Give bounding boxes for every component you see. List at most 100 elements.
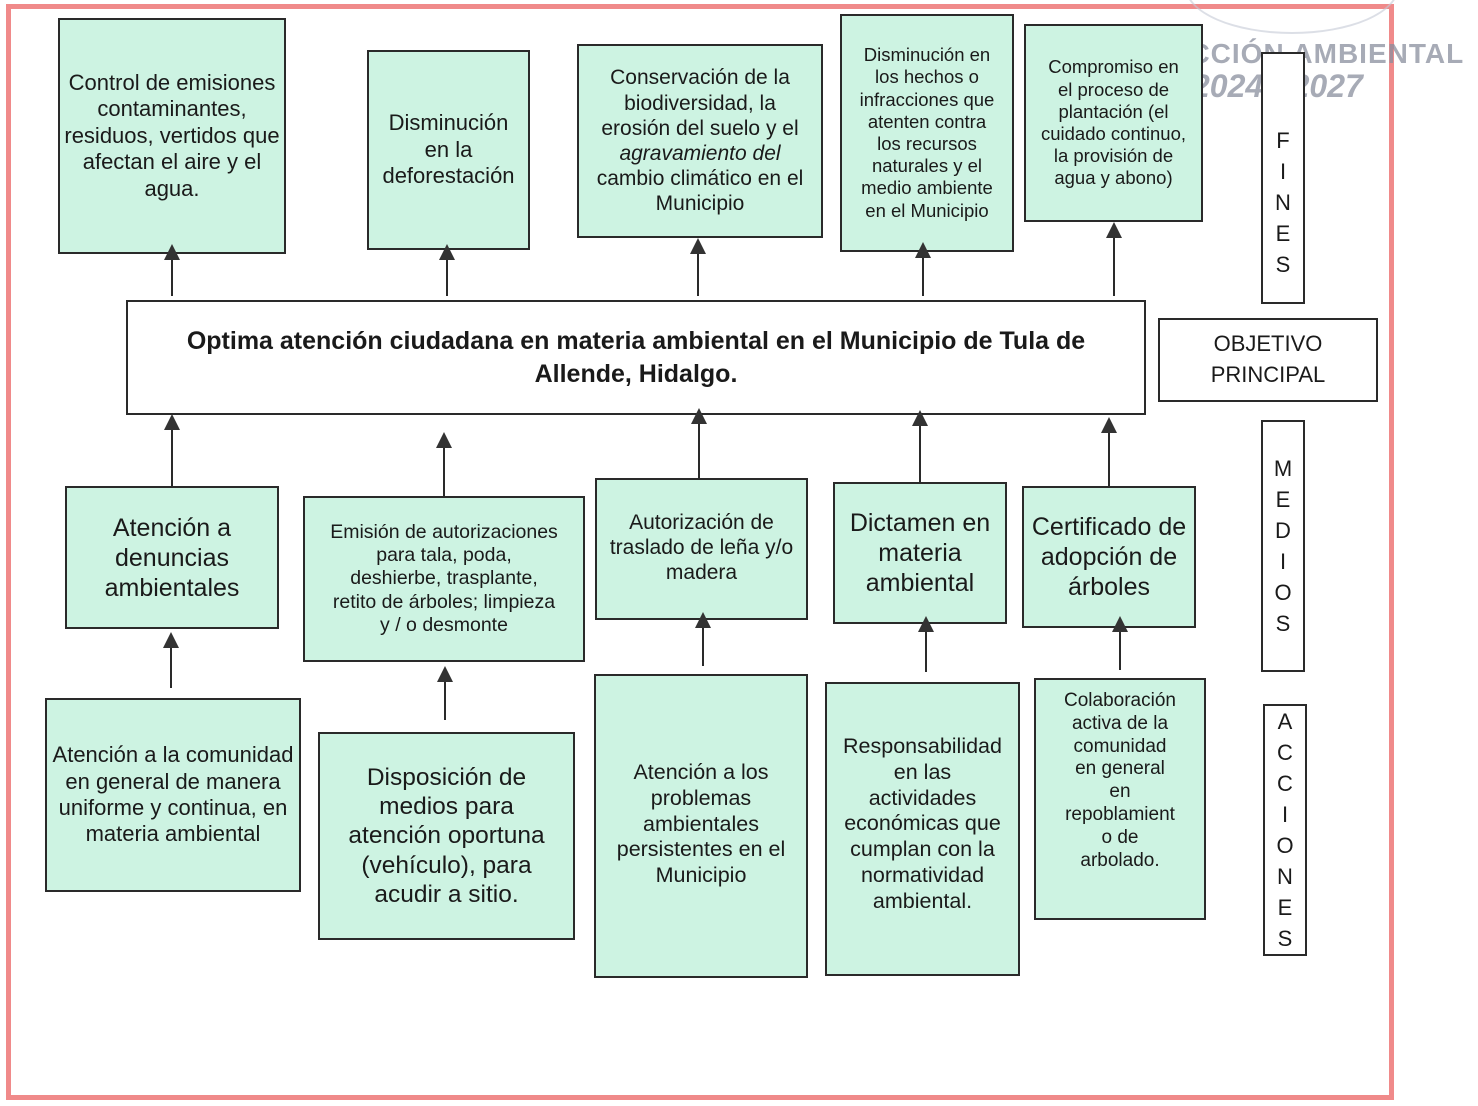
fin-1-line: Control de emisiones	[68, 70, 276, 96]
side-label-fines: F I N E S	[1261, 52, 1305, 304]
accion-4-line: económicas que	[844, 811, 1001, 836]
accion-box-4: Responsabilidad en las actividades econó…	[825, 682, 1020, 976]
arrow-up	[164, 244, 180, 296]
medio-box-1: Atención a denuncias ambientales	[65, 486, 279, 629]
fin-5-line: Compromiso en	[1048, 56, 1179, 78]
medio-box-2: Emisión de autorizaciones para tala, pod…	[303, 496, 585, 662]
medio-5-line: Certificado de	[1031, 513, 1187, 541]
side-label-acciones: A C C I O N E S	[1263, 704, 1307, 956]
arrow-up	[690, 238, 706, 296]
medios-letter: E	[1275, 487, 1291, 512]
accion-5-line: o de	[1101, 826, 1139, 848]
medio-box-3: Autorización de traslado de leña y/o mad…	[595, 478, 808, 620]
fines-letter: N	[1275, 189, 1291, 215]
medio-box-4: Dictamen en materia ambiental	[833, 482, 1007, 624]
fin-3-line: cambio climático en el	[596, 167, 804, 191]
accion-2-line: Disposición de	[366, 763, 527, 791]
fin-4-line: medio ambiente	[861, 177, 993, 199]
acciones-letter: E	[1277, 895, 1293, 920]
fin-5-line: agua y abono)	[1054, 167, 1173, 189]
accion-3-line: ambientales	[643, 811, 759, 836]
acciones-letter: O	[1276, 833, 1294, 858]
acciones-letter: C	[1277, 771, 1293, 796]
accion-5-line: repoblamient	[1065, 803, 1175, 825]
accion-5-line: activa de la	[1071, 712, 1169, 734]
fin-3-line: agravamiento del	[619, 142, 781, 165]
arrow-up	[436, 432, 452, 496]
acciones-letter: A	[1277, 709, 1293, 734]
fin-5-line: cuidado continuo,	[1040, 123, 1187, 144]
fin-box-3: Conservación de la biodiversidad, la ero…	[577, 44, 823, 238]
accion-box-5: Colaboración activa de la comunidad en g…	[1034, 678, 1206, 920]
fin-3-line: biodiversidad, la	[624, 91, 776, 115]
diagram-frame	[6, 4, 1394, 1100]
accion-1-line: Atención a la comunidad	[52, 742, 294, 768]
medio-5-line: adopción de	[1040, 543, 1178, 571]
accion-2-line: acudir a sitio.	[374, 881, 519, 909]
accion-2-line: atención oportuna	[348, 822, 545, 850]
medio-3-line: traslado de leña y/o	[609, 536, 794, 560]
acciones-letter: I	[1281, 802, 1289, 827]
medio-1-line: Atención a	[112, 513, 232, 542]
fines-letter: I	[1279, 158, 1287, 184]
fin-1-line: agua.	[144, 175, 200, 201]
medio-4-line: Dictamen en	[849, 509, 991, 537]
medio-2-line: retito de árboles; limpieza	[332, 590, 556, 613]
accion-5-line: comunidad	[1073, 735, 1167, 757]
fin-4-line: Disminución en	[863, 44, 991, 66]
medio-4-line: materia	[878, 539, 962, 567]
medio-5-line: árboles	[1068, 573, 1150, 601]
medio-2-line: para tala, poda,	[376, 543, 512, 566]
arrow-up	[437, 666, 453, 720]
accion-4-line: normatividad	[860, 862, 985, 887]
fin-box-5: Compromiso en el proceso de plantación (…	[1024, 24, 1203, 222]
accion-1-line: materia ambiental	[85, 821, 261, 847]
accion-1-line: en general de manera	[65, 768, 281, 794]
fin-box-2: Disminución en la deforestación	[367, 50, 530, 250]
arrow-up	[439, 244, 455, 296]
medio-4-line: ambiental	[865, 569, 975, 597]
medio-box-5: Certificado de adopción de árboles	[1022, 486, 1196, 628]
fin-4-line: infracciones que	[859, 88, 995, 110]
objetivo-line: Optima atención ciudadana en materia amb…	[186, 327, 1086, 355]
arrow-up	[918, 616, 934, 672]
arrow-up	[695, 612, 711, 666]
objetivo-line: Allende, Hidalgo.	[534, 359, 738, 388]
accion-5-line: en	[1109, 781, 1131, 803]
arrow-up	[163, 632, 179, 688]
medios-letter: D	[1275, 518, 1291, 543]
accion-3-line: persistentes en el	[616, 837, 786, 862]
accion-5-line: arbolado.	[1080, 849, 1160, 871]
fin-3-line: Municipio	[655, 192, 745, 216]
arrow-up	[691, 408, 707, 478]
accion-4-line: cumplan con la	[850, 837, 995, 862]
fin-4-line: atenten contra	[867, 110, 987, 132]
fin-4-line: los hechos o	[875, 66, 979, 88]
accion-1-line: uniforme y continua, en	[58, 795, 288, 820]
accion-4-line: en las	[893, 759, 952, 784]
fin-2-line: deforestación	[382, 163, 515, 189]
accion-3-line: problemas	[650, 785, 752, 810]
arrow-up	[1101, 417, 1117, 486]
acciones-letter: S	[1277, 926, 1293, 951]
accion-3-line: Atención a los	[633, 760, 769, 784]
medios-letter: I	[1279, 549, 1287, 574]
arrow-up	[915, 242, 931, 296]
fin-box-1: Control de emisiones contaminantes, resi…	[58, 18, 286, 254]
objetivo-label-line: PRINCIPAL	[1210, 362, 1326, 387]
accion-box-1: Atención a la comunidad en general de ma…	[45, 698, 301, 892]
fin-5-line: plantación (el	[1058, 100, 1169, 122]
accion-4-line: actividades	[868, 785, 977, 810]
accion-4-line: Responsabilidad	[843, 734, 1002, 758]
arrow-up	[1106, 222, 1122, 296]
side-label-objetivo: OBJETIVO PRINCIPAL	[1158, 318, 1378, 402]
fin-5-line: el proceso de	[1057, 78, 1170, 100]
medio-2-line: y / o desmonte	[380, 614, 508, 637]
arrow-up	[912, 410, 928, 482]
arrow-up	[1112, 616, 1128, 670]
fin-5-line: la provisión de	[1053, 145, 1174, 167]
fin-4-line: naturales y el	[871, 155, 983, 177]
medios-letter: O	[1274, 580, 1292, 605]
fin-box-4: Disminución en los hechos o infracciones…	[840, 14, 1014, 252]
objetivo-principal-box: Optima atención ciudadana en materia amb…	[126, 300, 1146, 415]
